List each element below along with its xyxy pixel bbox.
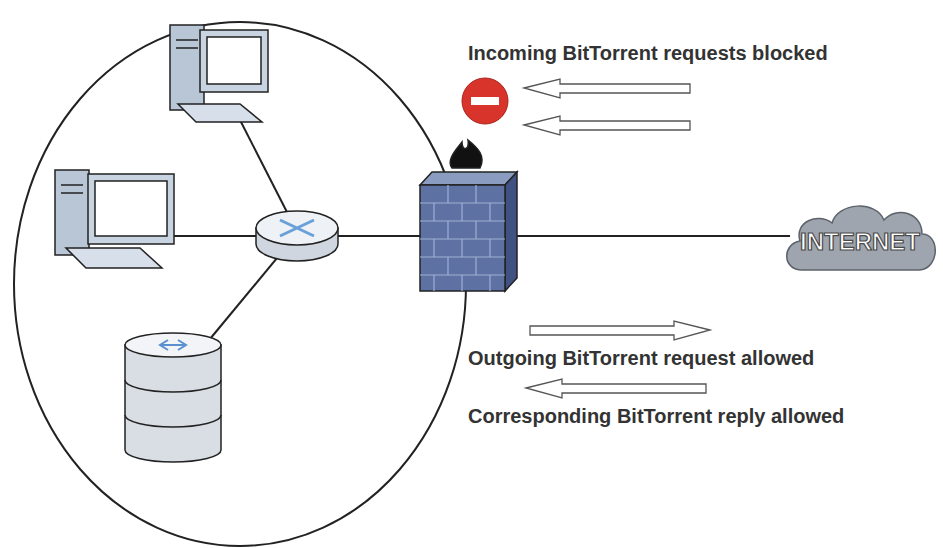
cloud-shape xyxy=(787,206,936,270)
firewall-front xyxy=(420,185,505,291)
blocked-arrow xyxy=(524,79,690,98)
traffic-note: Outgoing BitTorrent request allowed xyxy=(468,347,940,370)
server-arrows xyxy=(160,340,186,350)
pc-drive xyxy=(61,184,83,186)
pc-drive xyxy=(176,39,198,41)
computer-icon xyxy=(55,170,174,268)
lan-wires xyxy=(170,120,790,345)
pc-monitor xyxy=(200,30,268,92)
firewall-flame xyxy=(450,140,482,168)
wire xyxy=(515,235,790,237)
pc-drive xyxy=(61,192,83,194)
pc-screen xyxy=(95,181,167,236)
router-top xyxy=(256,211,338,245)
server-top xyxy=(125,333,221,357)
internet-cloud: INTERNET xyxy=(780,196,940,278)
pc-drive xyxy=(176,47,198,49)
pc-monitor xyxy=(88,174,174,244)
blocked-arrow xyxy=(524,116,690,135)
outgoing-arrow xyxy=(530,321,710,340)
wire xyxy=(240,120,290,218)
wire xyxy=(205,252,282,345)
pc-keyboard xyxy=(178,104,262,122)
pc-tower xyxy=(55,170,89,255)
router-arrows xyxy=(280,220,314,236)
server-icon xyxy=(125,333,221,462)
router-icon xyxy=(256,211,338,261)
reply-arrow xyxy=(526,379,706,398)
server-bands xyxy=(125,380,221,427)
lan-boundary xyxy=(14,22,466,546)
firewall-top xyxy=(420,172,517,185)
pc-tower xyxy=(170,25,204,110)
node-label: INTERNET xyxy=(800,219,920,255)
computer-icon xyxy=(170,25,268,122)
pc-keyboard xyxy=(66,248,162,268)
wire xyxy=(338,235,422,237)
firewall-bricks xyxy=(420,185,505,291)
sign-bar xyxy=(471,97,499,105)
pc-screen xyxy=(207,37,261,84)
firewall-icon xyxy=(420,140,517,291)
no-entry-sign xyxy=(462,78,508,124)
wire xyxy=(170,235,258,237)
server-body xyxy=(125,345,221,462)
traffic-note: Corresponding BitTorrent reply allowed xyxy=(468,405,940,428)
traffic-note: Incoming BitTorrent requests blocked xyxy=(468,42,940,65)
sign-disc xyxy=(462,78,508,124)
firewall-side xyxy=(505,172,517,291)
